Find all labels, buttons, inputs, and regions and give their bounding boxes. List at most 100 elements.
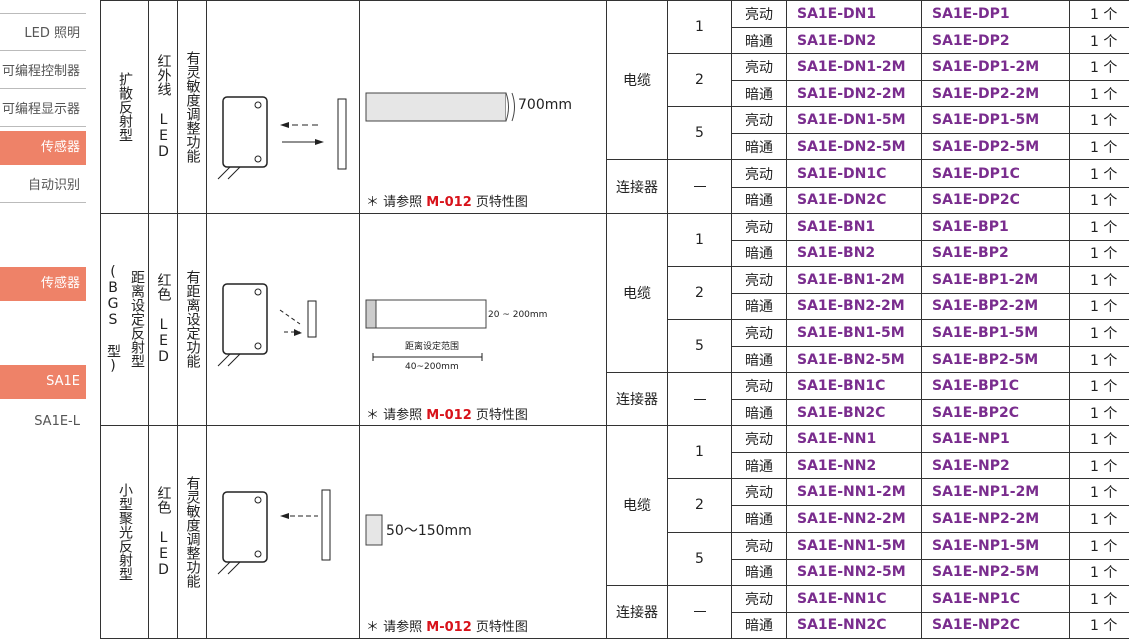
connection-cell: 连接器 [606,159,668,214]
connection-cell: 电缆 [606,425,668,586]
feature: 有灵敏度调整功能 [184,476,201,589]
connection-connector: 连接器 [616,179,658,196]
model-npn: SA1E-DN2-2M [786,80,922,108]
feature: 有距离设定功能 [184,270,201,369]
model-pnp: SA1E-BP2 [921,239,1070,267]
range-value: 50～150mm [386,523,472,540]
quantity: 1 个 [1069,399,1129,427]
model-pnp: SA1E-NP1 [921,425,1070,454]
diagram-cell [206,425,360,639]
model-pnp: SA1E-DP1-2M [921,53,1070,82]
quantity: 1 个 [1069,106,1129,135]
model-npn: SA1E-BN2 [786,239,922,267]
model-npn: SA1E-NN1C [786,584,922,613]
sidebar-item-plc[interactable]: 可编程控制器 [0,55,86,89]
connection-connector: 连接器 [616,604,658,621]
cable-length: 2 [695,72,704,89]
quantity: 1 个 [1069,478,1129,507]
diagram-cell [206,212,360,427]
output-mode: 暗通 [731,452,787,480]
connection-cell: 连接器 [606,584,668,639]
cable-length-cell: 5 [667,106,732,161]
cable-length-cell: 1 [667,0,732,55]
sidebar: LED 照明 可编程控制器 可编程显示器 传感器 自动识别 传感器 SA1E S… [0,0,88,639]
connection-cable: 电缆 [623,498,651,515]
sidebar-item-auto-id[interactable]: 自动识别 [0,169,86,203]
sensor-type-cell: (BGS 型)距离设定反射型 [100,212,149,427]
light-source: 红色 LED [155,486,172,579]
cable-length: 5 [695,338,704,355]
sidebar-item-sensor-sub[interactable]: 传感器 [0,267,86,301]
quantity: 1 个 [1069,133,1129,161]
model-pnp: SA1E-NP1-5M [921,531,1070,560]
model-pnp: SA1E-NP1-2M [921,478,1070,507]
range-value: 700mm [518,97,572,113]
sensor-diagram [217,489,331,575]
cable-length-cell [667,584,732,639]
range-bar [365,514,383,546]
model-npn: SA1E-DN2C [786,186,922,214]
output-mode: 亮动 [731,372,787,401]
sidebar-item-hmi[interactable]: 可编程显示器 [0,93,86,127]
cable-length-cell: 2 [667,265,732,320]
output-mode: 亮动 [731,53,787,82]
light-source: 红外线 LED [155,53,172,160]
sidebar-divider [0,0,86,14]
feature: 有灵敏度调整功能 [184,50,201,163]
none-dash [693,398,706,400]
model-pnp: SA1E-NP1C [921,584,1070,613]
feature-cell: 有灵敏度调整功能 [177,425,207,639]
model-npn: SA1E-DN1-2M [786,53,922,82]
connection-cell: 电缆 [606,0,668,161]
model-npn: SA1E-DN1C [786,159,922,188]
characteristic-note: ＊ 请参照 M-012 页特性图 [366,407,528,423]
connection-cell: 连接器 [606,372,668,427]
model-pnp: SA1E-DP2C [921,186,1070,214]
cable-length-cell: 1 [667,212,732,267]
sidebar-item-sensor[interactable]: 传感器 [0,131,86,165]
sidebar-item-sa1e[interactable]: SA1E [0,365,86,399]
quantity: 1 个 [1069,27,1129,55]
range-cell: 20 ~ 200mm 距离设定范围 40~200mm ＊ 请参照 M-012 页… [359,212,607,427]
model-npn: SA1E-BN2-2M [786,292,922,320]
sensor-type-cell: 小型聚光反射型 [100,425,149,639]
model-pnp: SA1E-NP2-5M [921,558,1070,586]
output-mode: 亮动 [731,265,787,294]
output-mode: 亮动 [731,584,787,613]
output-mode: 暗通 [731,558,787,586]
quantity: 1 个 [1069,611,1129,639]
feature-cell: 有距离设定功能 [177,212,207,427]
output-mode: 亮动 [731,212,787,241]
output-mode: 亮动 [731,478,787,507]
cable-length-cell: 5 [667,318,732,374]
quantity: 1 个 [1069,505,1129,533]
quantity: 1 个 [1069,212,1129,241]
model-npn: SA1E-BN2-5M [786,346,922,374]
model-pnp: SA1E-DP2-2M [921,80,1070,108]
sensor-type: 距离设定反射型 [129,270,145,369]
cable-length-cell [667,159,732,214]
output-mode: 亮动 [731,159,787,188]
output-mode: 暗通 [731,80,787,108]
output-mode: 暗通 [731,292,787,320]
model-pnp: SA1E-DP1 [921,0,1070,29]
sidebar-item-led-lighting[interactable]: LED 照明 [0,17,86,51]
model-pnp: SA1E-DP1C [921,159,1070,188]
model-pnp: SA1E-BP1-2M [921,265,1070,294]
sidebar-item-sa1e-l[interactable]: SA1E-L [34,414,80,429]
model-pnp: SA1E-NP2C [921,611,1070,639]
quantity: 1 个 [1069,531,1129,560]
